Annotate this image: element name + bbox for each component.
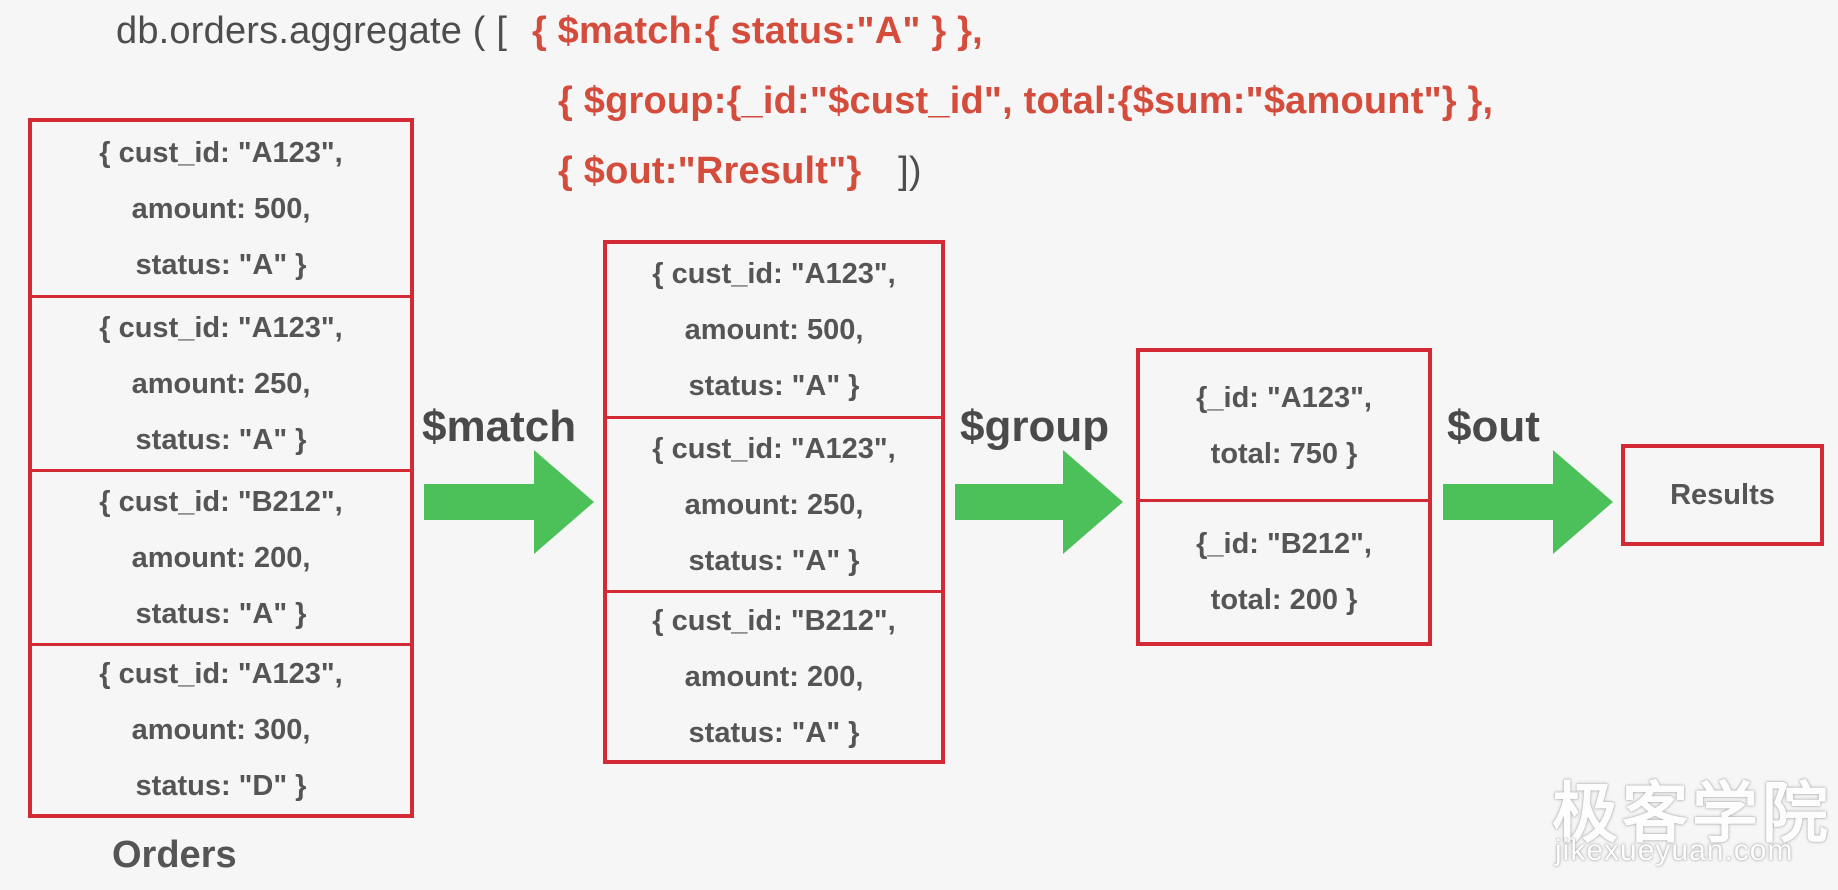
orders-doc: { cust_id: "A123", amount: 500, status: … [32,122,410,295]
watermark-url: jikexueyuan.com [1555,834,1794,867]
code-out-stage: { $out:"Rresult"} [558,150,862,192]
match-doc: { cust_id: "B212", amount: 200, status: … [607,590,941,760]
watermark-logo: 极客学院 [1552,776,1832,850]
match-doc: { cust_id: "A123", amount: 250, status: … [607,416,941,590]
doc-field: amount: 500, [131,192,311,225]
doc-field: status: "A" } [688,370,860,402]
out-arrow-icon [1443,450,1613,554]
code-close: ]) [898,150,922,192]
match-output: { cust_id: "A123", amount: 500, status: … [603,240,945,764]
group-stage-label: $group [960,402,1110,451]
out-stage-label: $out [1447,402,1540,451]
code-line-3: { $out:"Rresult"} ]) [558,150,922,193]
code-group-stage: { $group:{_id:"$cust_id", total:{$sum:"$… [558,80,1494,122]
orders-caption: Orders [112,834,237,876]
doc-field: total: 750 } [1210,437,1358,470]
doc-field: { cust_id: "A123", [652,258,896,290]
results-collection: Results [1621,444,1824,546]
match-doc: { cust_id: "A123", amount: 500, status: … [607,244,941,416]
group-doc: {_id: "A123", total: 750 } [1140,352,1428,499]
match-arrow-icon [424,450,594,554]
orders-doc: { cust_id: "B212", amount: 200, status: … [32,469,410,643]
doc-field: amount: 500, [684,314,864,346]
doc-field: status: "A" } [688,544,860,577]
code-line-2: { $group:{_id:"$cust_id", total:{$sum:"$… [558,80,1493,123]
doc-field: amount: 250, [684,488,864,521]
doc-field: status: "A" } [688,716,860,749]
doc-field: amount: 200, [684,660,864,693]
doc-field: { cust_id: "A123", [652,432,896,465]
orders-doc: { cust_id: "A123", amount: 300, status: … [32,643,410,814]
code-prefix: db.orders.aggregate ( [ [116,10,518,52]
doc-field: { cust_id: "A123", [99,136,343,169]
doc-field: amount: 200, [131,541,311,574]
doc-field: amount: 300, [131,714,311,746]
doc-field: { cust_id: "B212", [652,604,896,637]
doc-field: status: "D" } [135,770,307,802]
doc-field: {_id: "A123", [1196,381,1372,414]
doc-field: status: "A" } [135,423,307,456]
orders-collection: { cust_id: "A123", amount: 500, status: … [28,118,414,818]
group-arrow-icon [955,450,1123,554]
doc-field: total: 200 } [1210,584,1358,616]
doc-field: status: "A" } [135,597,307,630]
code-match-stage: { $match:{ status:"A" } }, [531,10,983,52]
doc-field: amount: 250, [131,367,311,400]
doc-field: {_id: "B212", [1196,528,1372,560]
results-label: Results [1670,478,1775,511]
doc-field: status: "A" } [135,248,307,281]
doc-field: { cust_id: "A123", [99,658,343,690]
doc-field: { cust_id: "A123", [99,311,343,344]
orders-doc: { cust_id: "A123", amount: 250, status: … [32,295,410,469]
doc-field: { cust_id: "B212", [99,485,343,518]
group-doc: {_id: "B212", total: 200 } [1140,499,1428,642]
match-stage-label: $match [422,402,577,451]
code-line-1: db.orders.aggregate ( [ { $match:{ statu… [116,10,983,53]
group-output: {_id: "A123", total: 750 } {_id: "B212",… [1136,348,1432,646]
